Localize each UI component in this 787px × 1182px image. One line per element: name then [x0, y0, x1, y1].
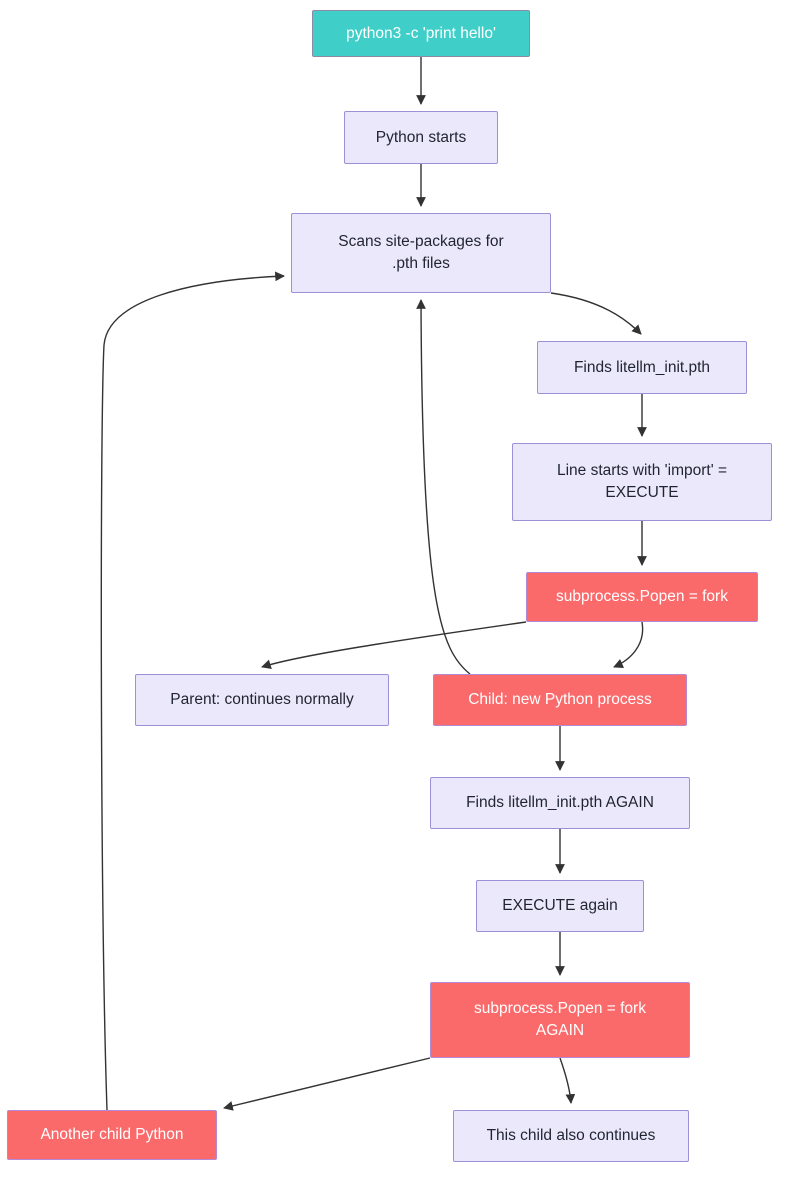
node-another-child-python[interactable]: Another child Python	[7, 1110, 217, 1160]
node-subprocess-popen-fork-again[interactable]: subprocess.Popen = fork AGAIN	[430, 982, 690, 1058]
node-scans-site-packages[interactable]: Scans site-packages for .pth files	[291, 213, 551, 293]
node-python-command[interactable]: python3 -c 'print hello'	[312, 10, 530, 57]
edge-fork2-to-another	[223, 1057, 431, 1111]
node-execute-again[interactable]: EXECUTE again	[476, 880, 644, 932]
node-line-starts-with-import-execute[interactable]: Line starts with 'import' = EXECUTE	[512, 443, 772, 521]
node-subprocess-popen-fork[interactable]: subprocess.Popen = fork	[526, 572, 758, 622]
edge-child-to-scan	[416, 299, 471, 675]
edge-scan-to-finds	[550, 292, 642, 335]
edge-fork-to-parent	[261, 621, 527, 670]
node-python-starts[interactable]: Python starts	[344, 111, 498, 164]
node-finds-litellm-init-pth[interactable]: Finds litellm_init.pth	[537, 341, 747, 394]
edge-fork2-to-continues	[559, 1057, 576, 1104]
node-finds-litellm-init-pth-again[interactable]: Finds litellm_init.pth AGAIN	[430, 777, 690, 829]
node-parent-continues-normally[interactable]: Parent: continues normally	[135, 674, 389, 726]
node-this-child-also-continues[interactable]: This child also continues	[453, 1110, 689, 1162]
edge-fork-to-child	[613, 621, 644, 668]
node-child-new-python-process[interactable]: Child: new Python process	[433, 674, 687, 726]
